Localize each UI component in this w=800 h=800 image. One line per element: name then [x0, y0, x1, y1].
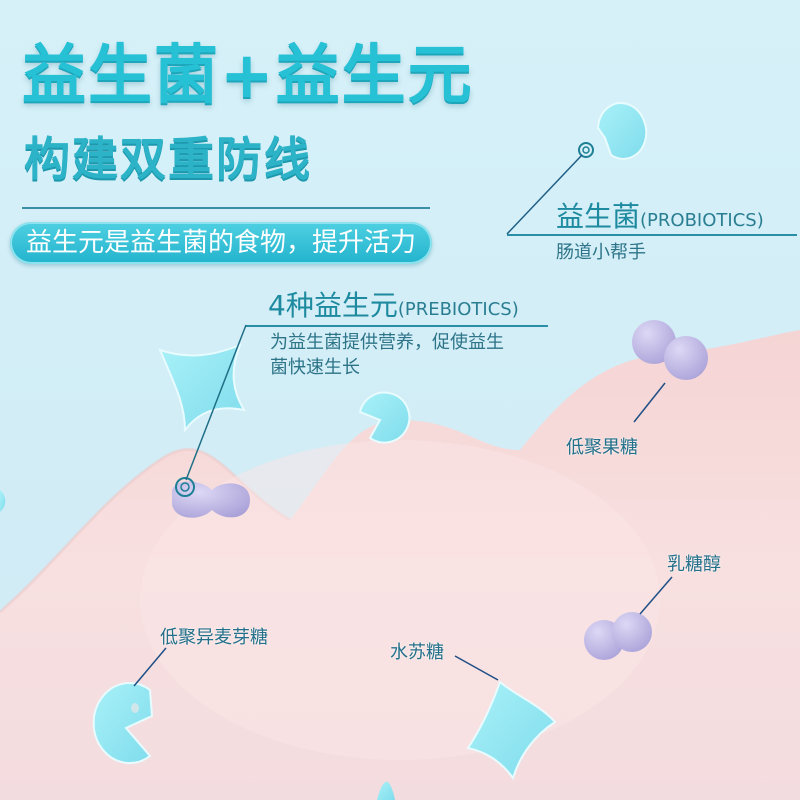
headline-divider: [22, 207, 430, 209]
probiotics-underline: [507, 234, 797, 236]
headline-secondary: 构建双重防线: [24, 132, 312, 186]
ingredient-label-lactitol: 乳糖醇: [667, 554, 721, 575]
prebiotics-title: 4种益生元(PREBIOTICS): [268, 292, 519, 320]
prebiotics-underline: [246, 325, 548, 327]
prebiotics-description-line1: 为益生菌提供营养，促使益生: [270, 332, 504, 353]
prebiotics-description: 为益生菌提供营养，促使益生 菌快速生长: [270, 330, 504, 380]
prebiotics-title-zh: 4种益生元: [268, 289, 398, 322]
prebiotics-description-line2: 菌快速生长: [270, 357, 360, 378]
info-banner: 益生元是益生菌的食物，提升活力: [10, 222, 432, 264]
probiotics-title: 益生菌(PROBIOTICS): [556, 203, 764, 231]
prebiotics-title-en: (PREBIOTICS): [397, 299, 519, 320]
ingredient-label-stachyose: 水苏糖: [390, 642, 444, 663]
probiotics-title-zh: 益生菌: [556, 200, 641, 233]
probiotics-title-en: (PROBIOTICS): [640, 210, 764, 231]
headline-primary: 益生菌+益生元: [22, 39, 474, 113]
ingredient-label-fos: 低聚果糖: [566, 437, 638, 458]
ingredient-label-imo: 低聚异麦芽糖: [160, 627, 268, 648]
probiotics-description: 肠道小帮手: [556, 242, 646, 263]
